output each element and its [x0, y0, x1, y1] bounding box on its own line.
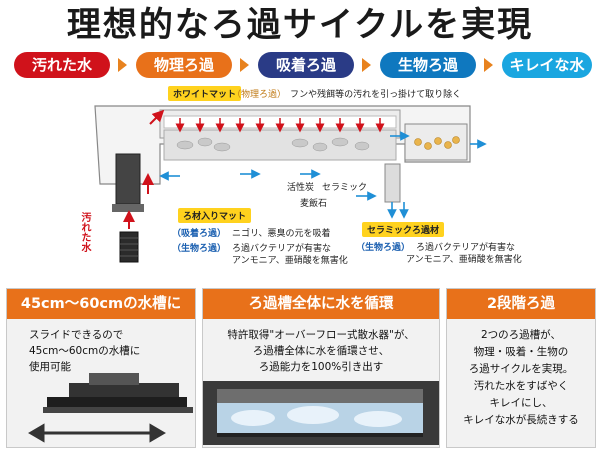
white-mat-label: ホワイトマット [168, 86, 242, 101]
dirty-water-label: 汚れた水 [79, 212, 90, 252]
ceramic-bio-desc-2: アンモニア、亜硝酸を無害化 [406, 255, 522, 265]
ceramic-label: セラミック [322, 183, 368, 193]
filter-bio-desc-1: ろ過バクテリアが有害な [232, 244, 332, 254]
filter-cross-section [94, 105, 487, 263]
page-title: 理想的なろ過サイクルを実現 [66, 5, 534, 45]
sprinkler-photo [203, 381, 439, 445]
white-mat-kind: （物理ろ過） [232, 90, 287, 100]
panel-text: 特許取得"オーバーフロー式散水器"が、 ろ過槽全体に水を循環させ、 ろ過能力を1… [227, 329, 415, 373]
ceramic-bio-kind: （生物ろ過） [356, 243, 411, 253]
arrow-right-icon [118, 58, 127, 72]
white-mat-desc: フンや残餌等の汚れを引っ掛けて取り除く [290, 90, 462, 100]
feature-panel-circulation: ろ過槽全体に水を循環 特許取得"オーバーフロー式散水器"が、 ろ過槽全体に水を循… [202, 288, 440, 448]
step-physical-filtration: 物理ろ過 [136, 52, 232, 78]
panel-header: ろ過槽全体に水を循環 [203, 289, 439, 319]
ceramic-media-label: セラミックろ過材 [362, 222, 445, 237]
ceramic-bio-desc-1: ろ過バクテリアが有害な [416, 243, 516, 253]
bakuhan-stone-label: 麦飯石 [300, 199, 328, 209]
panel-text: 2つのろ過槽が、 物理・吸着・生物の ろ過サイクルを実現。 汚れた水をすばやく … [463, 329, 579, 426]
panel-header: 2段階ろ過 [447, 289, 595, 319]
arrow-right-icon [240, 58, 249, 72]
panel-header: 45cm～60cmの水槽に [7, 289, 195, 319]
filter-diagram: ホワイトマット （物理ろ過） フンや残餌等の汚れを引っ掛けて取り除く 汚れた水 … [0, 84, 600, 284]
step-clean-water: キレイな水 [502, 52, 592, 78]
step-biological-filtration: 生物ろ過 [380, 52, 476, 78]
feature-panel-two-stage: 2段階ろ過 2つのろ過槽が、 物理・吸着・生物の ろ過サイクルを実現。 汚れた水… [446, 288, 596, 448]
activated-carbon-label: 活性炭 [287, 183, 315, 193]
step-dirty-water: 汚れた水 [14, 52, 110, 78]
filter-adsorb-kind: （吸着ろ過） [172, 229, 227, 239]
filter-bio-desc-2: アンモニア、亜硝酸を無害化 [232, 256, 348, 266]
arrow-right-icon [362, 58, 371, 72]
panel-text: スライドできるので 45cm～60cmの水槽に 使用可能 [29, 329, 141, 373]
filtration-steps: 汚れた水 物理ろ過 吸着ろ過 生物ろ過 キレイな水 [14, 52, 594, 80]
slide-filter-image [28, 373, 193, 443]
feature-panel-tank-size: 45cm～60cmの水槽に スライドできるので 45cm～60cmの水槽に 使用… [6, 288, 196, 448]
filter-mat-label: ろ材入りマット [178, 208, 252, 223]
arrow-right-icon [484, 58, 493, 72]
filter-adsorb-desc: ニゴリ、悪臭の元を吸着 [232, 229, 331, 239]
filter-bio-kind: （生物ろ過） [172, 244, 227, 254]
step-adsorption-filtration: 吸着ろ過 [258, 52, 354, 78]
